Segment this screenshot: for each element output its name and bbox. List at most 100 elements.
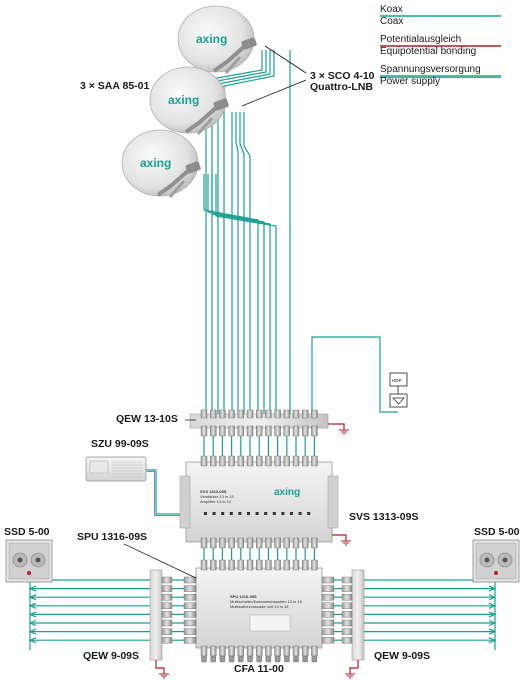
qew-top-connector: [302, 425, 309, 437]
coax-cable: [205, 50, 263, 416]
cfa-terminator: [228, 655, 235, 663]
legend-equipotential: Potentialausgleich Equipotential bonding: [380, 34, 520, 58]
label-lnb-model: 3 × SCO 4-10: [310, 70, 375, 82]
spu-output-connector: [183, 611, 197, 618]
svg-text:HDP: HDP: [392, 378, 402, 383]
cfa-terminator: [201, 655, 207, 663]
svs-input-connector: [283, 455, 290, 467]
qew-left-connector: [161, 585, 173, 592]
spu-input-connector: [292, 559, 300, 571]
svs-led: [272, 512, 276, 515]
coax-cable: [207, 174, 265, 416]
spu-output-connector: [321, 619, 335, 627]
spu-output-connector: [265, 645, 272, 657]
spu-output-connector: [274, 645, 281, 657]
spu-output-connector: [321, 576, 335, 584]
qew-top-connector: [219, 409, 226, 419]
spu-output-connector: [321, 637, 335, 644]
qew-top-connector: [246, 425, 254, 437]
cfa-terminator: [311, 655, 318, 663]
coax-cable: [203, 174, 259, 416]
qew-right-connector: [341, 619, 353, 627]
svs-input-connector: [209, 455, 217, 467]
spu-output-connector: [321, 585, 335, 592]
spu-output-connector: [183, 619, 197, 627]
svs-input-connector: [274, 455, 281, 467]
label-qew-top: QEW 13-10S: [116, 413, 178, 425]
svs-output-connector: [265, 537, 272, 549]
cfa-terminator: [210, 655, 216, 663]
svs-output-connector: [228, 537, 235, 549]
qew-left-connector: [161, 628, 173, 635]
qew-left-connector: [161, 637, 173, 644]
qew-left-rail: [149, 569, 173, 679]
qew-left-connector: [161, 594, 173, 601]
cfa-terminator: [265, 655, 272, 663]
spu-input-connector: [219, 559, 226, 571]
svs-led: [247, 512, 250, 515]
qew-top-connector: [200, 425, 208, 437]
svs-output-connector: [274, 537, 281, 549]
spu-input-connector: [256, 559, 263, 571]
qew-left-connector: [161, 611, 173, 618]
qew-top-connector: [228, 425, 235, 437]
qew-left-connector: [161, 619, 173, 627]
svs-input-connector: [246, 455, 254, 467]
label-lnb-type: Quattro-LNB: [310, 81, 373, 93]
spu-output-connector: [209, 645, 217, 657]
satellite-dish-1: axing: [177, 5, 257, 74]
svs-input-connector: [237, 455, 245, 467]
coax-cable: [211, 50, 267, 416]
spu-input-connector: [302, 559, 309, 571]
qew-right-connector: [341, 585, 353, 592]
legend-power: Spannungsversorgung Power supply: [380, 64, 520, 88]
svs-input-connector: [219, 455, 226, 467]
coax-cable: [211, 174, 271, 416]
qew-top-connector: [302, 409, 309, 419]
cfa-terminator: [256, 655, 262, 663]
qew-top-connector: [292, 425, 300, 437]
coax-cable: [235, 112, 239, 416]
svs-output-connector: [237, 537, 245, 549]
label-ssd-right: SSD 5-00: [474, 526, 520, 538]
qew-top-connector: [274, 425, 281, 437]
spu-device-desc-en: Multiswitch/cascade unit 13 in 16: [230, 604, 289, 609]
svs-input-connector: [256, 455, 263, 467]
coax-cable: [243, 112, 251, 416]
svs-led: [212, 512, 216, 515]
qew-right-connector: [341, 602, 353, 609]
label-szu: SZU 99-09S: [91, 438, 149, 450]
svs-input-connector: [311, 455, 318, 467]
svs-output-connector: [283, 537, 290, 549]
svs-brand-logo: axing: [274, 487, 300, 498]
svg-text:axing: axing: [140, 156, 171, 170]
label-dishes: 3 × SAA 85-01: [80, 80, 150, 92]
label-svs: SVS 1313-09S: [349, 511, 419, 523]
spu-input-connector: [237, 559, 245, 571]
label-qew-left: QEW 9-09S: [83, 650, 140, 662]
svs-led: [290, 512, 293, 515]
spu-output-connector: [283, 645, 290, 657]
svs-device-desc-de: Verstärker 13 in 13: [200, 494, 234, 499]
qew-right-connector: [341, 611, 353, 618]
qew-right-connector: [341, 637, 353, 644]
spu-output-connector: [183, 594, 197, 601]
spu-input-connector: [311, 559, 318, 571]
svs-output-connector: [302, 537, 309, 549]
qew-top-connector: [256, 409, 263, 419]
coax-cable: [239, 112, 245, 416]
spu-output-connector: [200, 645, 208, 657]
qew-top-connector: [209, 425, 217, 437]
svs-led: [281, 512, 285, 515]
svs-output-connector: [200, 537, 208, 549]
qew-top-connector: [274, 409, 281, 419]
svs-amplifier: SVS 1313-09S Verstärker 13 in 13 Amplifi…: [179, 455, 351, 549]
lnb-pointer-lines: [241, 45, 307, 107]
spu-input-connector: [200, 559, 208, 571]
qew-right-connector: [341, 628, 353, 635]
qew-right-connector: [341, 576, 353, 584]
spu-output-connector: [292, 645, 300, 657]
qew-left-connector: [161, 602, 173, 609]
cfa-terminator: [274, 655, 281, 663]
